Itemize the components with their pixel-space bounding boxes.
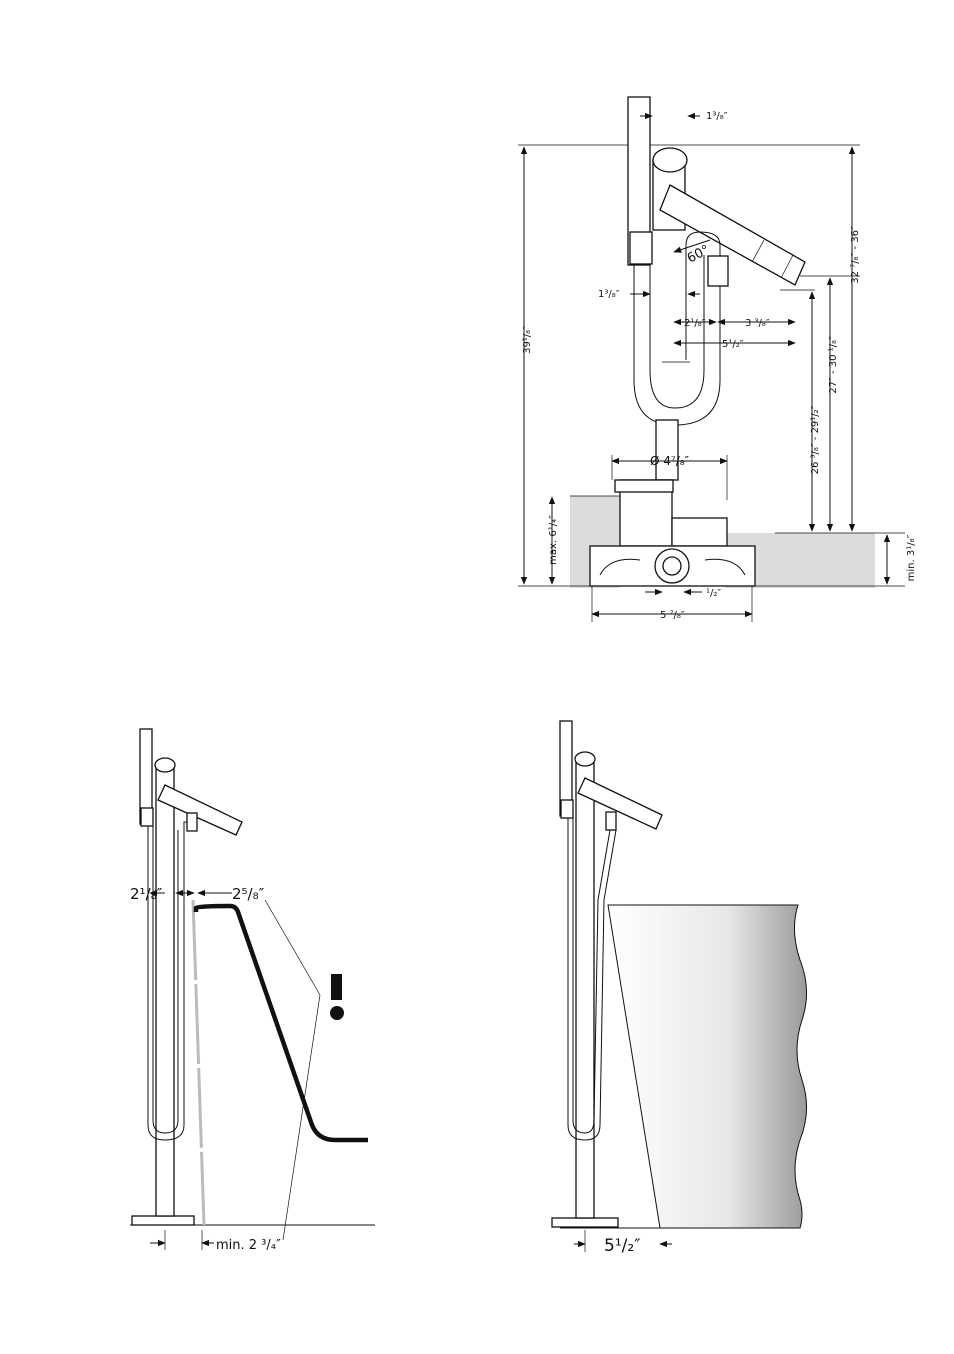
spout-arm [659, 184, 806, 286]
dim-spout-offset-b: 3 ³/₈″ [745, 318, 770, 329]
dim-reach: 5¹/₂″ [604, 1236, 641, 1256]
dim-pipe: ¹/₂″ [706, 588, 721, 599]
riser [655, 419, 679, 481]
rough-in-box [671, 517, 728, 547]
dim-gap-b: 2⁵/₈″ [232, 885, 265, 903]
hose-loop [633, 231, 721, 426]
dim-outlet-height: 26 ³/₈″ - 29¹/₂″ [810, 405, 821, 474]
dim-total-height: 39¹/₈″ [522, 326, 533, 354]
dim-floor-min: min. 3¹/₈″ [906, 534, 917, 581]
top-faucet-drawing: 39¹/₈″ 32 ⁷/₈″ - 36″ 27″ - 30 ¹/₈″ 26 ³/… [518, 96, 917, 622]
dim-clearance: min. 2 ³/₄″ [216, 1238, 281, 1253]
dim-handshower-width: 1³/₈″ [706, 111, 728, 122]
tub-profile [193, 903, 368, 1143]
dim-outlet-height-2: 27″ - 30 ¹/₈″ [828, 336, 839, 394]
warning-exclamation-icon [331, 974, 342, 1000]
dim-gap-a: 2¹/₈″ [130, 885, 163, 903]
dim-top-height: 32 ⁷/₈″ - 36″ [850, 226, 861, 284]
bottom-left-drawing: 2¹/₈″ 2⁵/₈″ min. 2 ³/₄″ [130, 728, 375, 1253]
freestanding-tub [607, 904, 807, 1229]
bottom-right-drawing: 5¹/₂″ [551, 720, 807, 1256]
dim-base-width: 5 ⁷/₈″ [660, 610, 685, 621]
dim-spout-offset-a: 2¹/₈″ [684, 318, 706, 329]
dim-holder-offset: 1³/₈″ [598, 289, 620, 300]
right-main-column [575, 758, 595, 1219]
left-main-column [155, 764, 175, 1217]
hand-shower [627, 96, 651, 266]
dim-base-diameter: Ø 4⁷/₈″ [650, 454, 690, 468]
column-cap [652, 147, 688, 173]
dim-spout-reach: 5¹/₂″ [722, 339, 744, 350]
dim-rough-in-max: max. 6¹/₄″ [548, 515, 559, 565]
hand-shower-holder [629, 231, 653, 265]
